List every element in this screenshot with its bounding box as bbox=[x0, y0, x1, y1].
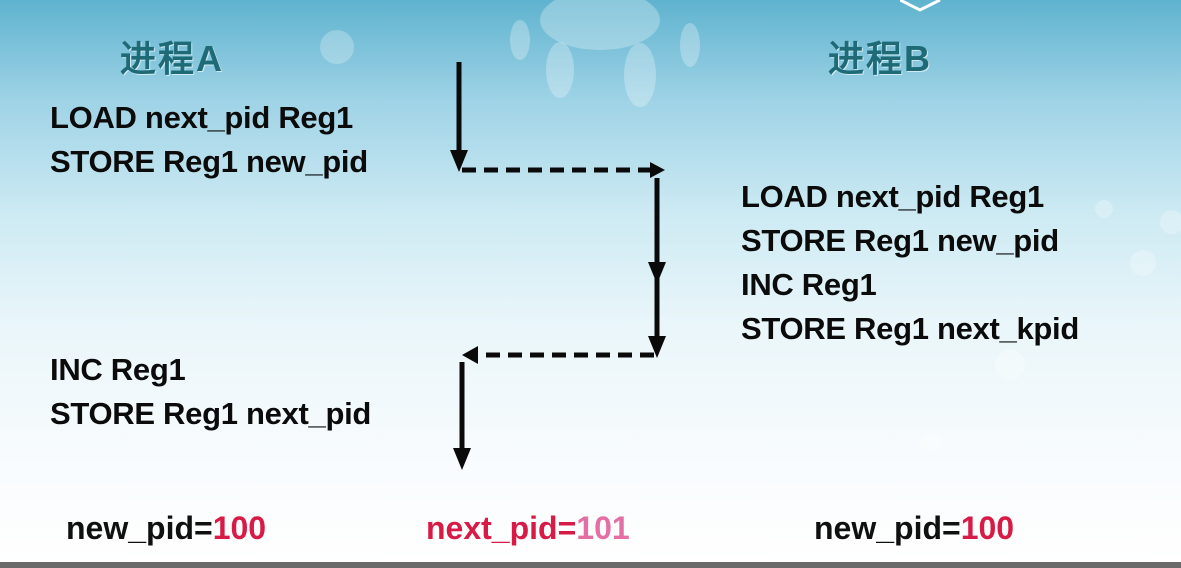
process-b-title: 进程B bbox=[828, 38, 932, 79]
process-a-code-block-1: LOAD next_pid Reg1 STORE Reg1 new_pid bbox=[50, 96, 368, 184]
code-line: STORE Reg1 new_pid bbox=[50, 144, 368, 179]
result-process-a-new-pid: new_pid=100 bbox=[66, 510, 266, 547]
process-a-title: 进程A bbox=[120, 38, 224, 79]
decor-bubble bbox=[320, 30, 354, 64]
arrowhead-icon bbox=[648, 262, 666, 284]
result-label: new_pid= bbox=[66, 510, 213, 546]
result-process-b-new-pid: new_pid=100 bbox=[814, 510, 1014, 547]
code-line: INC Reg1 bbox=[50, 352, 186, 387]
decor-bubble bbox=[995, 350, 1025, 380]
code-line: STORE Reg1 next_pid bbox=[50, 396, 372, 431]
arrowhead-icon bbox=[450, 150, 468, 172]
code-line: STORE Reg1 next_kpid bbox=[741, 311, 1079, 346]
arrowhead-icon bbox=[462, 346, 478, 364]
result-next-pid: next_pid=101 bbox=[426, 510, 630, 547]
arrowhead-icon bbox=[453, 448, 471, 470]
result-value: 100 bbox=[960, 510, 1015, 546]
process-a-code-block-2: INC Reg1 STORE Reg1 next_pid bbox=[50, 348, 371, 436]
code-line: STORE Reg1 new_pid bbox=[741, 223, 1059, 258]
decor-bubble bbox=[1160, 210, 1181, 234]
result-value: 100 bbox=[212, 510, 267, 546]
code-line: INC Reg1 bbox=[741, 267, 877, 302]
result-label: next_pid= bbox=[426, 510, 577, 546]
code-line: LOAD next_pid Reg1 bbox=[50, 100, 353, 135]
video-bottom-bar bbox=[0, 562, 1181, 568]
arrowhead-icon bbox=[648, 336, 666, 358]
result-label: new_pid= bbox=[814, 510, 961, 546]
decor-bubble bbox=[1095, 200, 1113, 218]
decor-bubble bbox=[1130, 250, 1156, 276]
code-line: LOAD next_pid Reg1 bbox=[741, 179, 1044, 214]
decor-bubble bbox=[920, 430, 942, 452]
arrowhead-icon bbox=[650, 162, 665, 178]
process-b-code-block: LOAD next_pid Reg1 STORE Reg1 new_pid IN… bbox=[741, 175, 1079, 351]
result-value: 101 bbox=[576, 510, 630, 546]
